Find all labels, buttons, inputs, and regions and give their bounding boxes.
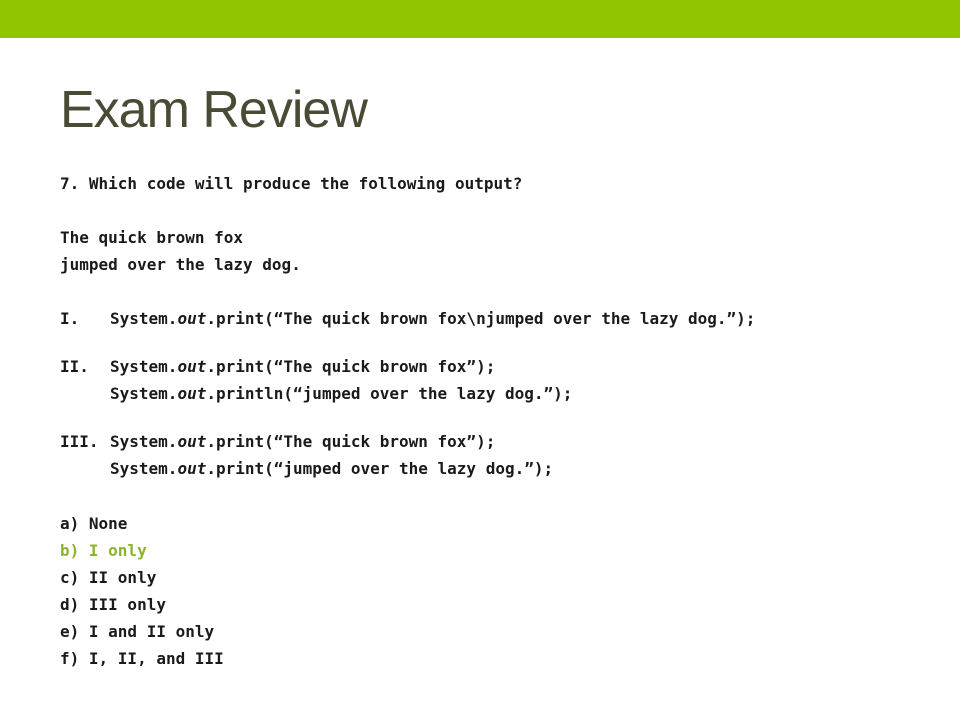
option-ii-code-line-1: System.out.print(“The quick brown fox”); bbox=[110, 356, 495, 378]
answer-choice-b-correct: b) I only bbox=[60, 541, 147, 560]
expected-output-line-1: The quick brown fox bbox=[60, 228, 244, 247]
code-segment: .print(“jumped over the lazy dog.”); bbox=[206, 459, 554, 478]
option-i-label: I. bbox=[60, 309, 80, 328]
code-segment-italic: out bbox=[177, 432, 207, 451]
slide-title: Exam Review bbox=[60, 81, 368, 139]
answer-choice-e: e) I and II only bbox=[60, 622, 215, 641]
expected-output-line-2: jumped over the lazy dog. bbox=[60, 255, 301, 274]
option-iii-code-line-2: System.out.print(“jumped over the lazy d… bbox=[110, 458, 553, 480]
option-ii-label: II. bbox=[60, 357, 89, 376]
code-segment: .print(“The quick brown fox”); bbox=[206, 432, 496, 451]
answer-choice-a: a) None bbox=[60, 514, 128, 533]
code-segment: System. bbox=[110, 309, 178, 328]
answer-choice-f: f) I, II, and III bbox=[60, 649, 224, 668]
option-iii-label: III. bbox=[60, 432, 99, 451]
code-segment: System. bbox=[110, 384, 178, 403]
code-segment: .println(“jumped over the lazy dog.”); bbox=[206, 384, 573, 403]
question-prompt: 7. Which code will produce the following… bbox=[60, 174, 523, 193]
answer-choice-d: d) III only bbox=[60, 595, 166, 614]
code-segment-italic: out bbox=[177, 357, 207, 376]
header-accent-bar bbox=[0, 0, 960, 38]
code-segment: .print(“The quick brown fox”); bbox=[206, 357, 496, 376]
code-segment: System. bbox=[110, 459, 178, 478]
option-ii-code-line-2: System.out.println(“jumped over the lazy… bbox=[110, 383, 572, 405]
option-iii-code-line-1: System.out.print(“The quick brown fox”); bbox=[110, 431, 495, 453]
code-segment-italic: out bbox=[177, 309, 207, 328]
option-i-code-line-1: System.out.print(“The quick brown fox\nj… bbox=[110, 308, 755, 330]
code-segment-italic: out bbox=[177, 459, 207, 478]
code-segment: .print(“The quick brown fox\njumped over… bbox=[206, 309, 756, 328]
code-segment: System. bbox=[110, 432, 178, 451]
code-segment: System. bbox=[110, 357, 178, 376]
code-segment-italic: out bbox=[177, 384, 207, 403]
question-content: 7. Which code will produce the following… bbox=[60, 0, 940, 720]
answer-choice-c: c) II only bbox=[60, 568, 157, 587]
